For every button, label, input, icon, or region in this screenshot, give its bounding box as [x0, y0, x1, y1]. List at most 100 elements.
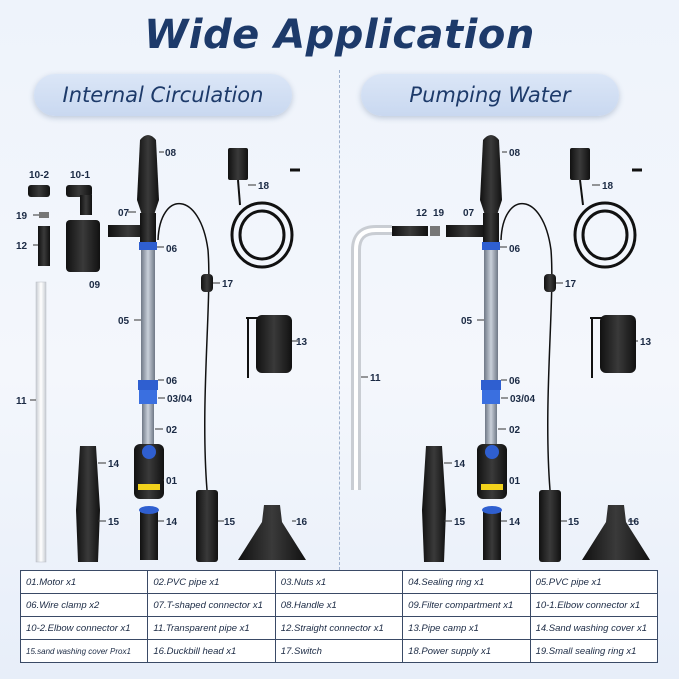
- svg-text:05: 05: [461, 316, 473, 327]
- table-cell: 01.Motor x1: [19, 570, 149, 594]
- sand-cover-pro-part: [422, 510, 446, 562]
- svg-text:06: 06: [166, 244, 178, 255]
- parts-list-table: 01.Motor x1 02.PVC pipe x1 03.Nuts x1 04…: [19, 570, 659, 663]
- table-cell: 09.Filter compartment x1: [402, 593, 531, 617]
- t-connector-body: [483, 213, 499, 243]
- power-supply-part: [570, 148, 642, 269]
- svg-text:05: 05: [118, 316, 130, 327]
- table-row: 01.Motor x1 02.PVC pipe x1 03.Nuts x1 04…: [19, 570, 659, 594]
- wire-clamp-part: [138, 380, 158, 390]
- svg-text:14: 14: [454, 459, 466, 470]
- switch-part: [201, 274, 213, 292]
- svg-text:15: 15: [224, 517, 236, 528]
- motor-cap: [142, 445, 156, 459]
- callout-01: 01: [509, 476, 521, 487]
- svg-text:18: 18: [602, 181, 614, 192]
- transparent-pipe-part: [351, 225, 392, 490]
- page-title: Wide Application: [144, 12, 535, 58]
- svg-text:15: 15: [108, 517, 120, 528]
- callout-02: 02: [498, 425, 521, 436]
- sand-cover-part: [76, 446, 100, 510]
- pvc-pipe-part: [485, 404, 497, 444]
- callout-10-2: 10-2: [29, 170, 49, 181]
- callout-17: 17: [213, 279, 234, 290]
- pvc-pipe-part: [141, 250, 155, 380]
- svg-text:07: 07: [463, 208, 475, 219]
- svg-text:09: 09: [89, 280, 101, 291]
- svg-text:11: 11: [370, 373, 381, 384]
- duckbill-head-part: [238, 505, 306, 560]
- callout-15a: 15: [444, 517, 466, 528]
- sand-cover-ring: [139, 506, 159, 514]
- callout-07: 07: [463, 208, 475, 219]
- svg-text:19: 19: [16, 211, 28, 222]
- table-cell: 18.Power supply x1: [402, 639, 531, 663]
- sand-cover-part: [422, 446, 446, 510]
- svg-text:16: 16: [628, 517, 640, 528]
- callout-03-04: 03/04: [501, 394, 535, 405]
- section-label-pumping-water: Pumping Water: [361, 74, 619, 116]
- svg-text:08: 08: [165, 148, 177, 159]
- callout-11: 11: [361, 373, 381, 384]
- pipe-clamp-part: [590, 315, 636, 378]
- wire-clamp-part: [139, 242, 157, 250]
- callout-07: 07: [118, 208, 136, 219]
- table-cell: 16.Duckbill head x1: [147, 639, 276, 663]
- motor-cap: [485, 445, 499, 459]
- elbow-connector-part: [28, 185, 50, 197]
- callout-06a: 06: [500, 244, 521, 255]
- svg-text:03/04: 03/04: [167, 394, 192, 405]
- t-connector-body: [140, 213, 156, 243]
- callout-06b: 06: [501, 376, 521, 387]
- callout-19: 19: [433, 208, 445, 219]
- table-row: 10-2.Elbow connector x1 11.Transparent p…: [19, 616, 659, 640]
- table-cell: 19.Small sealing ring x1: [529, 639, 659, 663]
- svg-text:01: 01: [166, 476, 178, 487]
- svg-text:08: 08: [509, 148, 521, 159]
- small-sealing-ring-part: [430, 226, 440, 236]
- motor-badge: [138, 484, 160, 490]
- sand-cover-part: [483, 510, 501, 560]
- table-cell: 04.Sealing ring x1: [402, 570, 531, 594]
- table-cell: 13.Pipe camp x1: [402, 616, 531, 640]
- transparent-pipe-part: [35, 281, 47, 563]
- callout-09: 09: [89, 280, 101, 291]
- filter-compartment-part: [66, 220, 100, 272]
- table-cell: 05.PVC pipe x1: [529, 570, 659, 594]
- svg-text:15: 15: [454, 517, 466, 528]
- callout-12: 12: [16, 241, 38, 252]
- callout-06a: 06: [157, 244, 178, 255]
- callout-16: 16: [628, 517, 640, 528]
- svg-text:14: 14: [509, 517, 521, 528]
- callout-01: 01: [163, 476, 178, 487]
- table-cell: 07.T-shaped connector x1: [147, 593, 276, 617]
- callout-13: 13: [636, 337, 652, 348]
- callout-15a: 15: [98, 517, 120, 528]
- callout-16: 16: [292, 517, 308, 528]
- svg-text:10-1: 10-1: [70, 170, 90, 181]
- table-cell: 10-1.Elbow connector x1: [529, 593, 659, 617]
- nut-part: [482, 390, 500, 404]
- svg-text:19: 19: [433, 208, 445, 219]
- callout-14a: 14: [444, 459, 466, 470]
- svg-text:06: 06: [509, 244, 521, 255]
- table-cell: 02.PVC pipe x1: [147, 570, 276, 594]
- callout-17: 17: [556, 279, 577, 290]
- svg-text:12: 12: [416, 208, 428, 219]
- callout-02: 02: [155, 425, 178, 436]
- callout-13: 13: [292, 337, 308, 348]
- svg-text:10-2: 10-2: [29, 170, 49, 181]
- table-cell: 06.Wire clamp x2: [19, 593, 149, 617]
- power-supply-part: [228, 148, 300, 269]
- right-callouts: 08 18 12 19 07 06 17 05 13 11 06 03/04 0…: [361, 148, 652, 528]
- svg-text:06: 06: [509, 376, 521, 387]
- product-diagram: 08 18 10-2 10-1 19 07 12 06 09 17 05 13 …: [16, 135, 652, 563]
- callout-11: 11: [16, 396, 36, 407]
- table-cell: 08.Handle x1: [274, 593, 404, 617]
- svg-text:18: 18: [258, 181, 270, 192]
- handle-part: [137, 135, 159, 215]
- wire-clamp-part: [481, 380, 501, 390]
- sand-cover-pro-part: [76, 510, 100, 562]
- callout-05: 05: [118, 316, 141, 327]
- svg-text:14: 14: [108, 459, 120, 470]
